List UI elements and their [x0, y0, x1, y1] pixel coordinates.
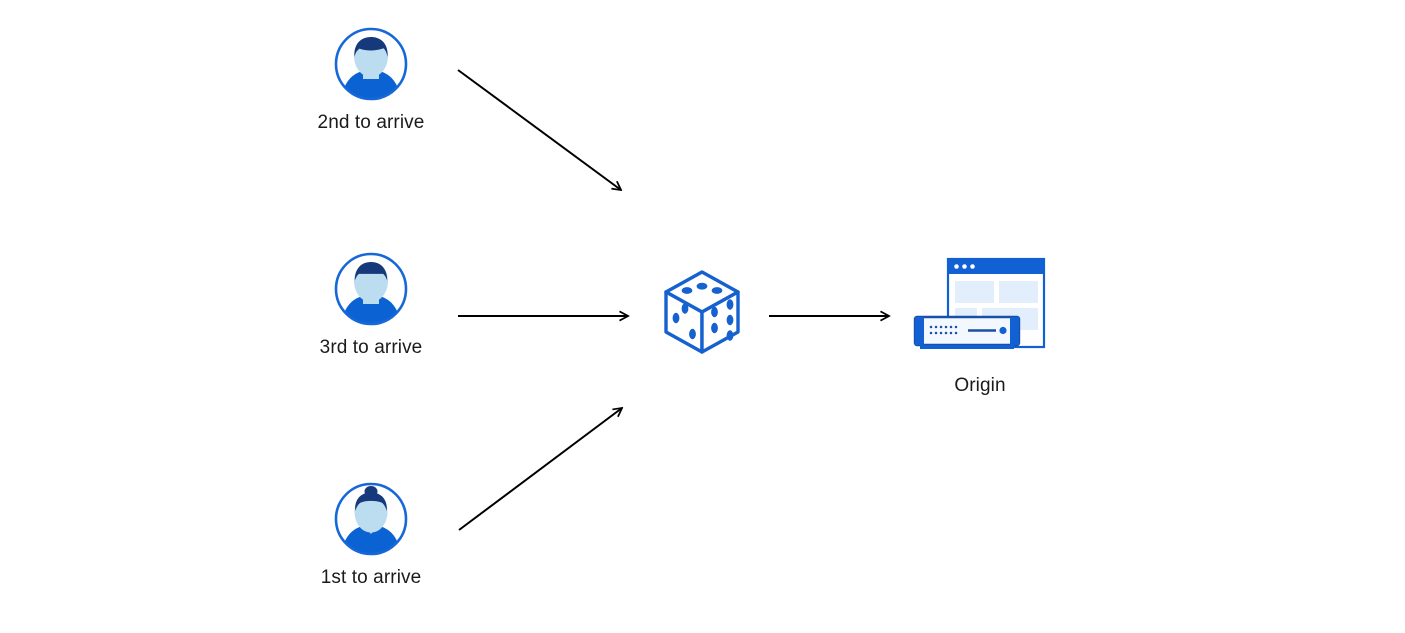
user-avatar-icon	[333, 481, 409, 557]
user-avatar-icon	[333, 26, 409, 102]
node-client-3rd[interactable]: 3rd to arrive	[296, 251, 446, 359]
node-label-client-1st: 1st to arrive	[320, 567, 422, 588]
node-label-client-2nd: 2nd to arrive	[317, 112, 425, 133]
user-avatar-icon	[333, 251, 409, 327]
node-origin[interactable]: Origin	[895, 255, 1065, 397]
node-label-client-3rd: 3rd to arrive	[319, 337, 423, 358]
origin-server-icon	[910, 255, 1050, 365]
node-client-2nd[interactable]: 2nd to arrive	[296, 26, 446, 134]
node-label-origin: Origin	[954, 375, 1006, 396]
arrow-1st-to-dice	[458, 408, 622, 531]
arrow-2nd-to-dice	[457, 69, 621, 190]
node-client-1st[interactable]: 1st to arrive	[296, 481, 446, 589]
dice-icon	[652, 262, 752, 362]
node-randomizer[interactable]	[652, 262, 752, 362]
server-device	[913, 315, 1021, 349]
